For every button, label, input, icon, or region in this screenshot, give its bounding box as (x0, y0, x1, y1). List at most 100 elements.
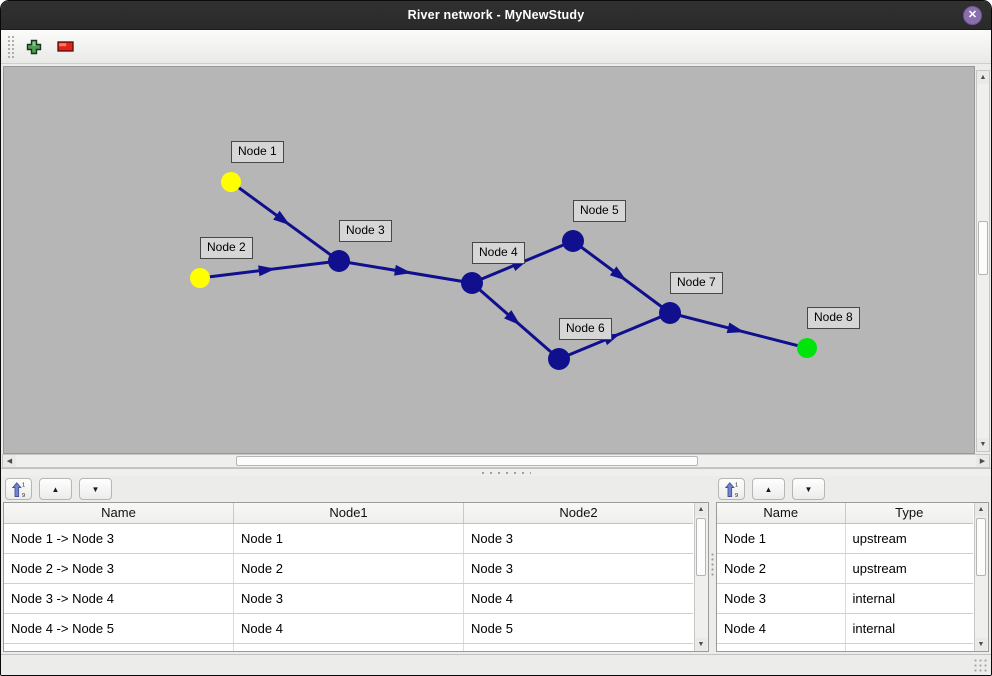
scroll-left-icon[interactable]: ◀ (3, 455, 16, 467)
close-button[interactable]: ✕ (963, 6, 982, 25)
nodes-move-up-button[interactable]: ▲ (752, 478, 785, 500)
node-circle-1[interactable] (221, 172, 241, 192)
links-scroll-thumb[interactable] (696, 518, 706, 576)
node-circle-5[interactable] (562, 230, 584, 252)
edge-arrow-icon (726, 322, 745, 334)
scroll-up-icon[interactable]: ▲ (977, 71, 989, 84)
canvas-hscroll-thumb[interactable] (236, 456, 698, 466)
nodes-table-cell[interactable]: upstream (852, 561, 907, 576)
main-toolbar (1, 30, 991, 64)
links-move-up-button[interactable]: ▲ (39, 478, 72, 500)
nodes-header-name[interactable]: Name (717, 503, 846, 523)
nodes-table-cell[interactable]: internal (852, 591, 896, 606)
nodes-table-cell[interactable]: internal (852, 621, 896, 636)
resize-grip-icon[interactable] (973, 658, 987, 672)
nodes-sort-button[interactable]: 1 9 (718, 478, 745, 500)
links-table-cell[interactable]: Node 2 (234, 554, 464, 583)
nodes-table-empty-cell (717, 644, 846, 651)
toolbar-drag-handle-icon[interactable] (7, 34, 15, 59)
nodes-table-cell[interactable]: Node 4 (717, 614, 846, 643)
node-circle-4[interactable] (461, 272, 483, 294)
node-label-5: Node 5 (573, 200, 626, 222)
links-table-cell[interactable]: Node 1 -> Node 3 (4, 524, 234, 553)
links-header-name[interactable]: Name (4, 503, 234, 523)
links-table-empty-cell (234, 644, 464, 651)
canvas-vscroll-thumb[interactable] (978, 221, 988, 275)
nodes-table-cell[interactable]: Node 1 (717, 524, 846, 553)
panels-splitter[interactable] (711, 476, 714, 654)
nodes-table-cell[interactable]: upstream (852, 531, 907, 546)
add-button[interactable] (23, 36, 45, 58)
node-label-1: Node 1 (231, 141, 284, 163)
splitter-handle-icon (711, 552, 714, 578)
node-label-3: Node 3 (339, 220, 392, 242)
scroll-up-icon[interactable]: ▲ (975, 503, 987, 516)
links-table-cell[interactable]: Node 4 (234, 614, 464, 643)
nodes-table-scrollbar[interactable]: ▲ ▼ (974, 503, 988, 651)
nodes-table-cell[interactable]: Node 3 (717, 584, 846, 613)
links-table-cell[interactable]: Node 4 (471, 591, 513, 606)
edge-arrow-icon (504, 310, 521, 326)
nodes-move-down-button[interactable]: ▼ (792, 478, 825, 500)
svg-text:1: 1 (22, 482, 25, 488)
links-table-cell[interactable]: Node 3 (234, 584, 464, 613)
nodes-table-row-4[interactable]: Node 4 internal (717, 614, 973, 644)
edge-arrow-icon (273, 210, 291, 226)
node-circle-7[interactable] (659, 302, 681, 324)
up-arrow-icon: ▲ (51, 484, 60, 494)
window-title: River network - MyNewStudy (407, 8, 585, 22)
node-label-6: Node 6 (559, 318, 612, 340)
nodes-table-row-2[interactable]: Node 2 upstream (717, 554, 973, 584)
scroll-up-icon[interactable]: ▲ (695, 503, 707, 516)
links-table-cell[interactable]: Node 3 (471, 561, 513, 576)
up-arrow-icon: ▲ (764, 484, 773, 494)
links-header-node2[interactable]: Node2 (559, 505, 598, 520)
links-table-empty-cell (4, 644, 234, 651)
links-table-scrollbar[interactable]: ▲ ▼ (694, 503, 708, 651)
svg-text:1: 1 (735, 482, 738, 488)
links-move-down-button[interactable]: ▼ (79, 478, 112, 500)
scroll-down-icon[interactable]: ▼ (975, 638, 987, 651)
links-sort-button[interactable]: 1 9 (5, 478, 32, 500)
links-table-cell[interactable]: Node 1 (234, 524, 464, 553)
status-bar (1, 654, 991, 675)
title-bar[interactable]: River network - MyNewStudy ✕ (1, 1, 991, 30)
node-circle-6[interactable] (548, 348, 570, 370)
links-table-cell[interactable]: Node 2 -> Node 3 (4, 554, 234, 583)
nodes-scroll-thumb[interactable] (976, 518, 986, 576)
nodes-table-row-1[interactable]: Node 1 upstream (717, 524, 973, 554)
nodes-header-type[interactable]: Type (895, 505, 924, 520)
node-circle-8[interactable] (797, 338, 817, 358)
canvas-horizontal-scrollbar[interactable]: ◀ ▶ (2, 454, 990, 468)
links-table-cell[interactable]: Node 4 -> Node 5 (4, 614, 234, 643)
plus-icon (26, 39, 42, 54)
node-circle-3[interactable] (328, 250, 350, 272)
canvas-tables-splitter[interactable] (1, 468, 991, 476)
links-table-cell[interactable]: Node 3 -> Node 4 (4, 584, 234, 613)
remove-button[interactable] (55, 39, 77, 55)
nodes-table-cell[interactable]: Node 2 (717, 554, 846, 583)
scroll-down-icon[interactable]: ▼ (695, 638, 707, 651)
canvas-vertical-scrollbar[interactable]: ▲ ▼ (976, 70, 990, 452)
node-label-7: Node 7 (670, 272, 723, 294)
links-header-node1[interactable]: Node1 (234, 503, 464, 523)
links-table-cell[interactable]: Node 3 (471, 531, 513, 546)
scroll-right-icon[interactable]: ▶ (976, 455, 989, 467)
nodes-table-empty-row (717, 644, 973, 651)
bottom-panels: 1 9 ▲ ▼ Name Node1 Node2 (1, 476, 991, 654)
node-circle-2[interactable] (190, 268, 210, 288)
node-label-2: Node 2 (200, 237, 253, 259)
down-arrow-icon: ▼ (804, 484, 813, 494)
links-table-cell[interactable]: Node 5 (471, 621, 513, 636)
nodes-table-row-3[interactable]: Node 3 internal (717, 584, 973, 614)
scroll-down-icon[interactable]: ▼ (977, 438, 989, 451)
